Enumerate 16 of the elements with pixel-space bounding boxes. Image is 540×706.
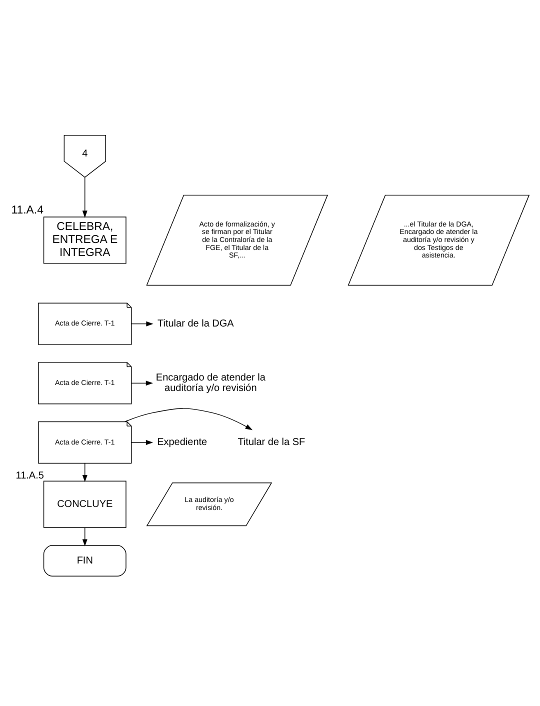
node-text: Expediente — [157, 436, 208, 448]
node-label: 11.A.4 — [11, 204, 44, 216]
arrow — [82, 526, 88, 546]
node-box: FIN — [43, 544, 126, 576]
node-text: Encargado de atender la auditoría y/o revisión — [156, 372, 266, 394]
node-box: CELEBRA, ENTREGA E INTEGRA — [43, 216, 126, 264]
node-text: Titular de la SF — [238, 436, 306, 448]
arrow — [131, 439, 154, 444]
node-text: Titular de la DGA — [158, 318, 234, 329]
arrow — [82, 176, 88, 218]
node-label: 11.A.5 — [16, 470, 44, 481]
node-box: CONCLUYE — [43, 480, 126, 528]
arrow — [131, 380, 154, 386]
arrow — [82, 462, 88, 482]
arrow — [124, 408, 253, 430]
arrow — [131, 320, 154, 326]
